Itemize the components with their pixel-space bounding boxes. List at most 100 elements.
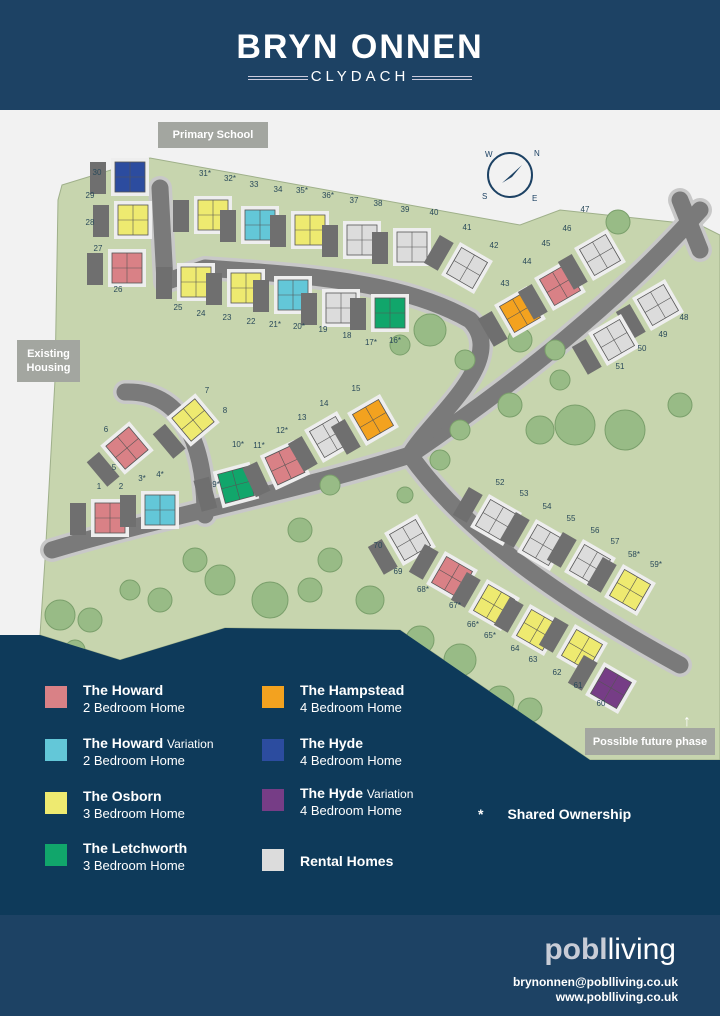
- contact-email[interactable]: brynonnen@poblliving.co.uk: [512, 975, 678, 989]
- plot-number[interactable]: 21*: [269, 320, 281, 329]
- house-plot[interactable]: [586, 554, 656, 616]
- plot-number[interactable]: 69: [394, 567, 403, 576]
- house-plot[interactable]: [423, 232, 493, 294]
- house-plot[interactable]: [372, 228, 431, 266]
- plot-number[interactable]: 28: [86, 218, 95, 227]
- plot-number[interactable]: 22: [247, 317, 256, 326]
- plot-number[interactable]: 12*: [276, 426, 288, 435]
- house-plot[interactable]: [350, 294, 409, 332]
- house-plot[interactable]: [516, 259, 586, 321]
- plot-number[interactable]: 56: [591, 526, 600, 535]
- plot-number[interactable]: 25: [174, 303, 183, 312]
- plot-number[interactable]: 4*: [156, 470, 164, 479]
- plot-number[interactable]: 52: [496, 478, 505, 487]
- plot-number[interactable]: 2: [119, 482, 124, 491]
- plot-number[interactable]: 49: [659, 330, 668, 339]
- plot-number[interactable]: 41: [463, 223, 472, 232]
- legend-swatch: [262, 739, 284, 761]
- website-link[interactable]: www.poblliving.co.uk: [555, 990, 678, 1004]
- plot-number[interactable]: 35*: [296, 186, 308, 195]
- plot-number[interactable]: 70: [374, 541, 383, 550]
- plot-number[interactable]: 13: [298, 413, 307, 422]
- plot-number[interactable]: 33: [250, 180, 259, 189]
- plot-number[interactable]: 36*: [322, 191, 334, 200]
- plot-number[interactable]: 37: [350, 196, 359, 205]
- plot-number[interactable]: 23: [223, 313, 232, 322]
- house-plot[interactable]: [270, 211, 329, 249]
- house-plot[interactable]: [476, 286, 546, 348]
- plot-number[interactable]: 55: [567, 514, 576, 523]
- plot-number[interactable]: 20*: [293, 322, 305, 331]
- plot-number[interactable]: 15: [352, 384, 361, 393]
- house-plot[interactable]: [570, 314, 640, 376]
- plot-number[interactable]: 29: [86, 191, 95, 200]
- plot-number[interactable]: 43: [501, 279, 510, 288]
- shared-ownership-note: *Shared Ownership: [478, 806, 631, 822]
- plot-number[interactable]: 59*: [650, 560, 662, 569]
- plot-number[interactable]: 26: [114, 285, 123, 294]
- plot-number[interactable]: 1: [97, 482, 102, 491]
- header: BRYN ONNEN CLYDACH: [0, 0, 720, 110]
- plot-number[interactable]: 16*: [389, 336, 401, 345]
- plot-number[interactable]: 48: [680, 313, 689, 322]
- plot-number[interactable]: 42: [490, 241, 499, 250]
- plot-number[interactable]: 11*: [253, 441, 264, 450]
- plot-number[interactable]: 51: [616, 362, 625, 371]
- house-plot[interactable]: [120, 491, 179, 529]
- house-plot[interactable]: [493, 594, 563, 656]
- plot-number[interactable]: 58*: [628, 550, 640, 559]
- plot-number[interactable]: 27: [94, 244, 103, 253]
- plot-number[interactable]: 19: [319, 325, 328, 334]
- plot-number[interactable]: 57: [611, 537, 620, 546]
- plot-number[interactable]: 40: [430, 208, 439, 217]
- plot-number[interactable]: 64: [511, 644, 520, 653]
- plot-number[interactable]: 6: [104, 425, 109, 434]
- plot-number[interactable]: 9*: [212, 480, 220, 489]
- plot-number[interactable]: 3*: [138, 474, 146, 483]
- house-plot[interactable]: [93, 201, 152, 239]
- plot-number[interactable]: 8: [223, 406, 228, 415]
- plot-number[interactable]: 10*: [232, 440, 244, 449]
- plot-number[interactable]: 44: [523, 257, 532, 266]
- footer: poblliving brynonnen@poblliving.co.uk ww…: [0, 915, 720, 1016]
- plot-number[interactable]: 67*: [449, 601, 461, 610]
- plot-number[interactable]: 5: [112, 463, 117, 472]
- plot-number[interactable]: 66*: [467, 620, 479, 629]
- plot-number[interactable]: 53: [520, 489, 529, 498]
- plot-number[interactable]: 32*: [224, 174, 236, 183]
- plot-number[interactable]: 14: [320, 399, 329, 408]
- house-plot[interactable]: [206, 269, 265, 307]
- house-plot[interactable]: [329, 394, 399, 456]
- pobl-living-logo: poblliving: [544, 933, 676, 966]
- plot-number[interactable]: 31*: [199, 169, 211, 178]
- plot-number[interactable]: 62: [553, 668, 562, 677]
- plot-number[interactable]: 47: [581, 205, 590, 214]
- plot-number[interactable]: 45: [542, 239, 551, 248]
- plot-number[interactable]: 61: [574, 681, 583, 690]
- compass-e: E: [532, 194, 537, 203]
- house-plot[interactable]: [150, 393, 220, 460]
- house-plot[interactable]: [614, 279, 684, 341]
- legend-sub: 2 Bedroom Home: [83, 753, 185, 768]
- house-plot[interactable]: [84, 421, 154, 488]
- plot-number[interactable]: 46: [563, 224, 572, 233]
- plot-number[interactable]: 65*: [484, 631, 496, 640]
- plot-number[interactable]: 17*: [365, 338, 377, 347]
- plot-number[interactable]: 30: [93, 168, 102, 177]
- plot-number[interactable]: 34: [274, 185, 283, 194]
- house-plot[interactable]: [567, 652, 637, 714]
- house-plot[interactable]: [90, 158, 149, 196]
- plot-number[interactable]: 68*: [417, 585, 429, 594]
- plot-number[interactable]: 60: [597, 699, 606, 708]
- house-plot[interactable]: [556, 229, 626, 291]
- house-plot[interactable]: [87, 249, 146, 287]
- plot-number[interactable]: 63: [529, 655, 538, 664]
- plot-number[interactable]: 7: [205, 386, 210, 395]
- plot-number[interactable]: 39: [401, 205, 410, 214]
- tree-icon: [604, 409, 646, 451]
- plot-number[interactable]: 24: [197, 309, 206, 318]
- plot-number[interactable]: 54: [543, 502, 552, 511]
- plot-number[interactable]: 38: [374, 199, 383, 208]
- plot-number[interactable]: 18: [343, 331, 352, 340]
- plot-number[interactable]: 50: [638, 344, 647, 353]
